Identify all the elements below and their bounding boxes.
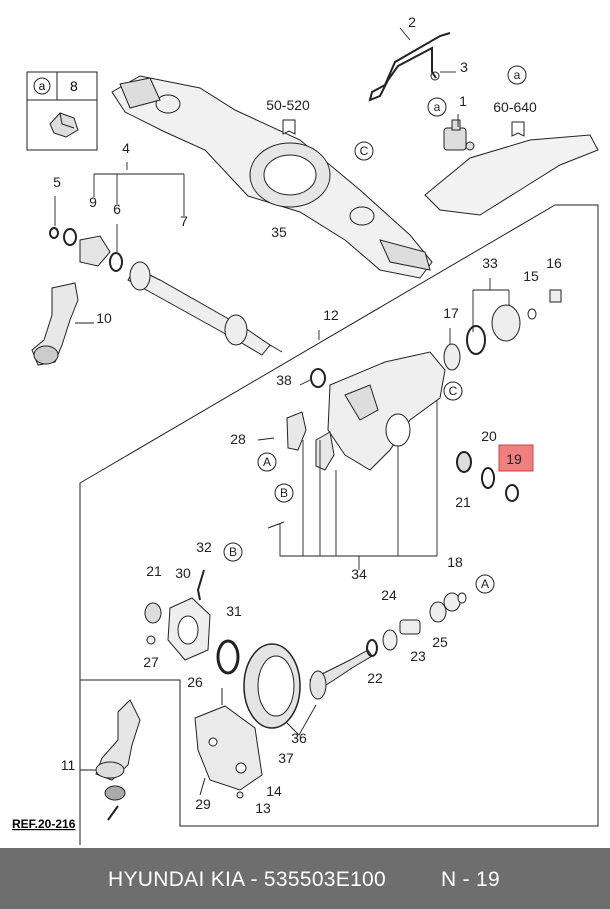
circle-c-2: C [443,381,463,401]
leader-lines [54,27,510,736]
exploded-parts-diagram: a 8 [12,14,599,845]
circle-a-lower: A [475,574,495,594]
assembly-boundary [79,204,599,845]
part-label-3[interactable]: 3 [460,59,468,75]
circle-a-2-letter: a [434,100,441,114]
legend-number: 8 [70,78,78,94]
circle-a-lower-ring [475,574,495,594]
part-label-36[interactable]: 36 [291,730,307,746]
vent-hose [443,119,475,151]
part-label-1[interactable]: 1 [459,93,467,109]
ref-note-group: REF.20-216 [12,817,76,831]
part-label-14[interactable]: 14 [266,783,282,799]
part-label-17[interactable]: 17 [443,305,459,321]
circle-b-1-letter: B [280,486,288,500]
part-label-23[interactable]: 23 [410,648,426,664]
part-label-4[interactable]: 4 [122,140,130,156]
part-label-20[interactable]: 20 [481,428,497,444]
circle-a-upper-letter: A [263,455,271,469]
circle-a-lower-letter: A [481,577,489,591]
part-label-33[interactable]: 33 [482,255,498,271]
part-label-11[interactable]: 11 [61,757,76,773]
part-label-7[interactable]: 7 [180,213,188,229]
part-label-27[interactable]: 27 [143,654,159,670]
part-label-18[interactable]: 18 [447,554,463,570]
circle-b-2: B [223,542,243,562]
ref-label-60-640[interactable]: 60-640 [493,99,537,115]
part-label-37[interactable]: 37 [278,750,294,766]
circle-b-1: B [274,483,294,503]
circle-a-2: a [427,97,447,117]
footer-bar: HYUNDAI KIA - 535503E100 N - 19 [0,848,610,909]
part-label-21[interactable]: 21 [146,563,162,579]
circle-c-1: C [354,141,374,161]
circle-a-upper: A [257,452,277,472]
legend-symbol: a [39,79,46,93]
part-label-22[interactable]: 22 [367,670,383,686]
highlight-part-19[interactable]: 19 [498,444,534,472]
ref-label-50-520[interactable]: 50-520 [266,97,310,113]
circle-c-1-ring [354,141,374,161]
legend-box: a 8 [26,71,98,151]
part-label-26[interactable]: 26 [187,674,203,690]
part-label-34[interactable]: 34 [351,566,367,582]
mounting-bracket-11 [80,699,141,821]
oil-seals [310,368,495,489]
circle-b-2-ring [223,542,243,562]
footer-ref: N - 19 [441,868,500,891]
part-label-25[interactable]: 25 [432,634,448,650]
circle-a-upper-ring [257,452,277,472]
part-label-31[interactable]: 31 [226,603,242,619]
footer-brand-part: HYUNDAI KIA - 535503E100 [108,868,387,891]
propeller-shaft [127,261,283,356]
circle-c-2-ring [443,381,463,401]
part-label-28[interactable]: 28 [230,431,246,447]
circle-a-2-ring [427,97,447,117]
part-label-29[interactable]: 29 [195,796,211,812]
circle-a-1: a [507,65,527,85]
brake-pipe [368,32,451,102]
circle-c-2-letter: C [449,384,458,398]
part-label-10[interactable]: 10 [96,310,112,326]
circle-a-1-letter: a [514,68,521,82]
circle-references: a aC C A B B A [223,65,527,594]
circle-b-2-letter: B [229,545,237,559]
ring-and-pinion-gear [243,643,373,729]
part-19-seal [505,484,519,502]
part-label-21[interactable]: 21 [455,494,471,510]
part-label-38[interactable]: 38 [276,372,292,388]
ref-labels: 50-520 60-640 [266,97,537,115]
companion-flange-parts [443,289,562,371]
part-label-24[interactable]: 24 [381,587,397,603]
circle-a-1-ring [507,65,527,85]
axle-housing-illustration [111,75,433,279]
part-label-35[interactable]: 35 [271,224,287,240]
mounting-bracket-10 [31,282,79,366]
bearing-caps [257,411,335,529]
part-label-6[interactable]: 6 [113,201,121,217]
part-label-5[interactable]: 5 [53,174,61,190]
part-label-15[interactable]: 15 [523,268,539,284]
highlight-label[interactable]: 19 [506,451,522,467]
part-label-16[interactable]: 16 [546,255,562,271]
part-label-30[interactable]: 30 [175,565,191,581]
shaft-seals [49,227,123,272]
pinion-bearing-parts [366,592,467,657]
frame-crossmember [424,134,599,216]
part-label-2[interactable]: 2 [408,14,416,30]
part-label-12[interactable]: 12 [323,307,339,323]
ref-note: REF.20-216 [12,817,76,831]
part-label-13[interactable]: 13 [255,800,271,816]
differential-carrier [327,351,446,471]
circle-c-1-letter: C [360,144,369,158]
part-label-9[interactable]: 9 [89,194,97,210]
part-label-32[interactable]: 32 [196,539,212,555]
ref-flags [282,119,525,137]
circle-b-1-ring [274,483,294,503]
differential-case [144,569,240,675]
differential-cover [194,688,263,799]
